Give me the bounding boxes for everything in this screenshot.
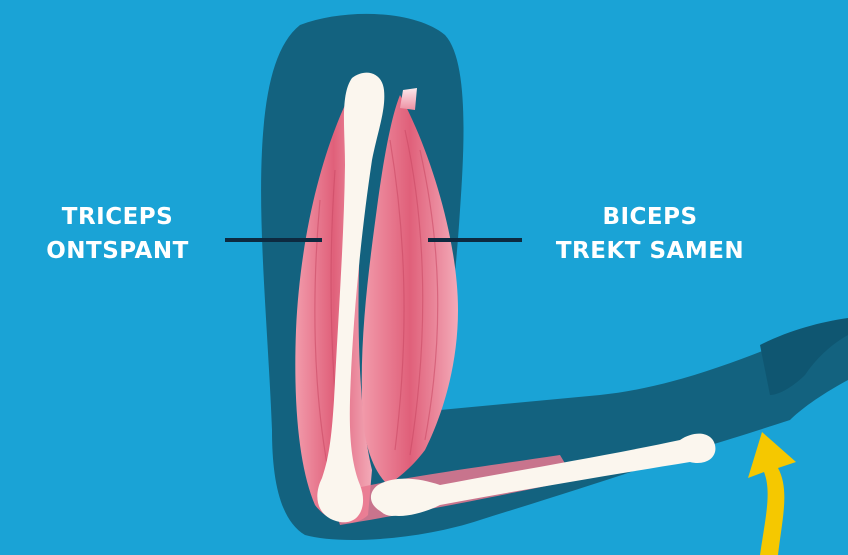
biceps-label-line2: TREKT SAMEN (535, 234, 765, 268)
triceps-label-line2: ONTSPANT (20, 234, 215, 268)
triceps-label: TRICEPS ONTSPANT (20, 200, 215, 268)
upward-arrow-icon (748, 432, 796, 555)
elbow-joint (376, 484, 408, 516)
biceps-label: BICEPS TREKT SAMEN (535, 200, 765, 268)
triceps-label-line1: TRICEPS (20, 200, 215, 234)
biceps-label-line1: BICEPS (535, 200, 765, 234)
